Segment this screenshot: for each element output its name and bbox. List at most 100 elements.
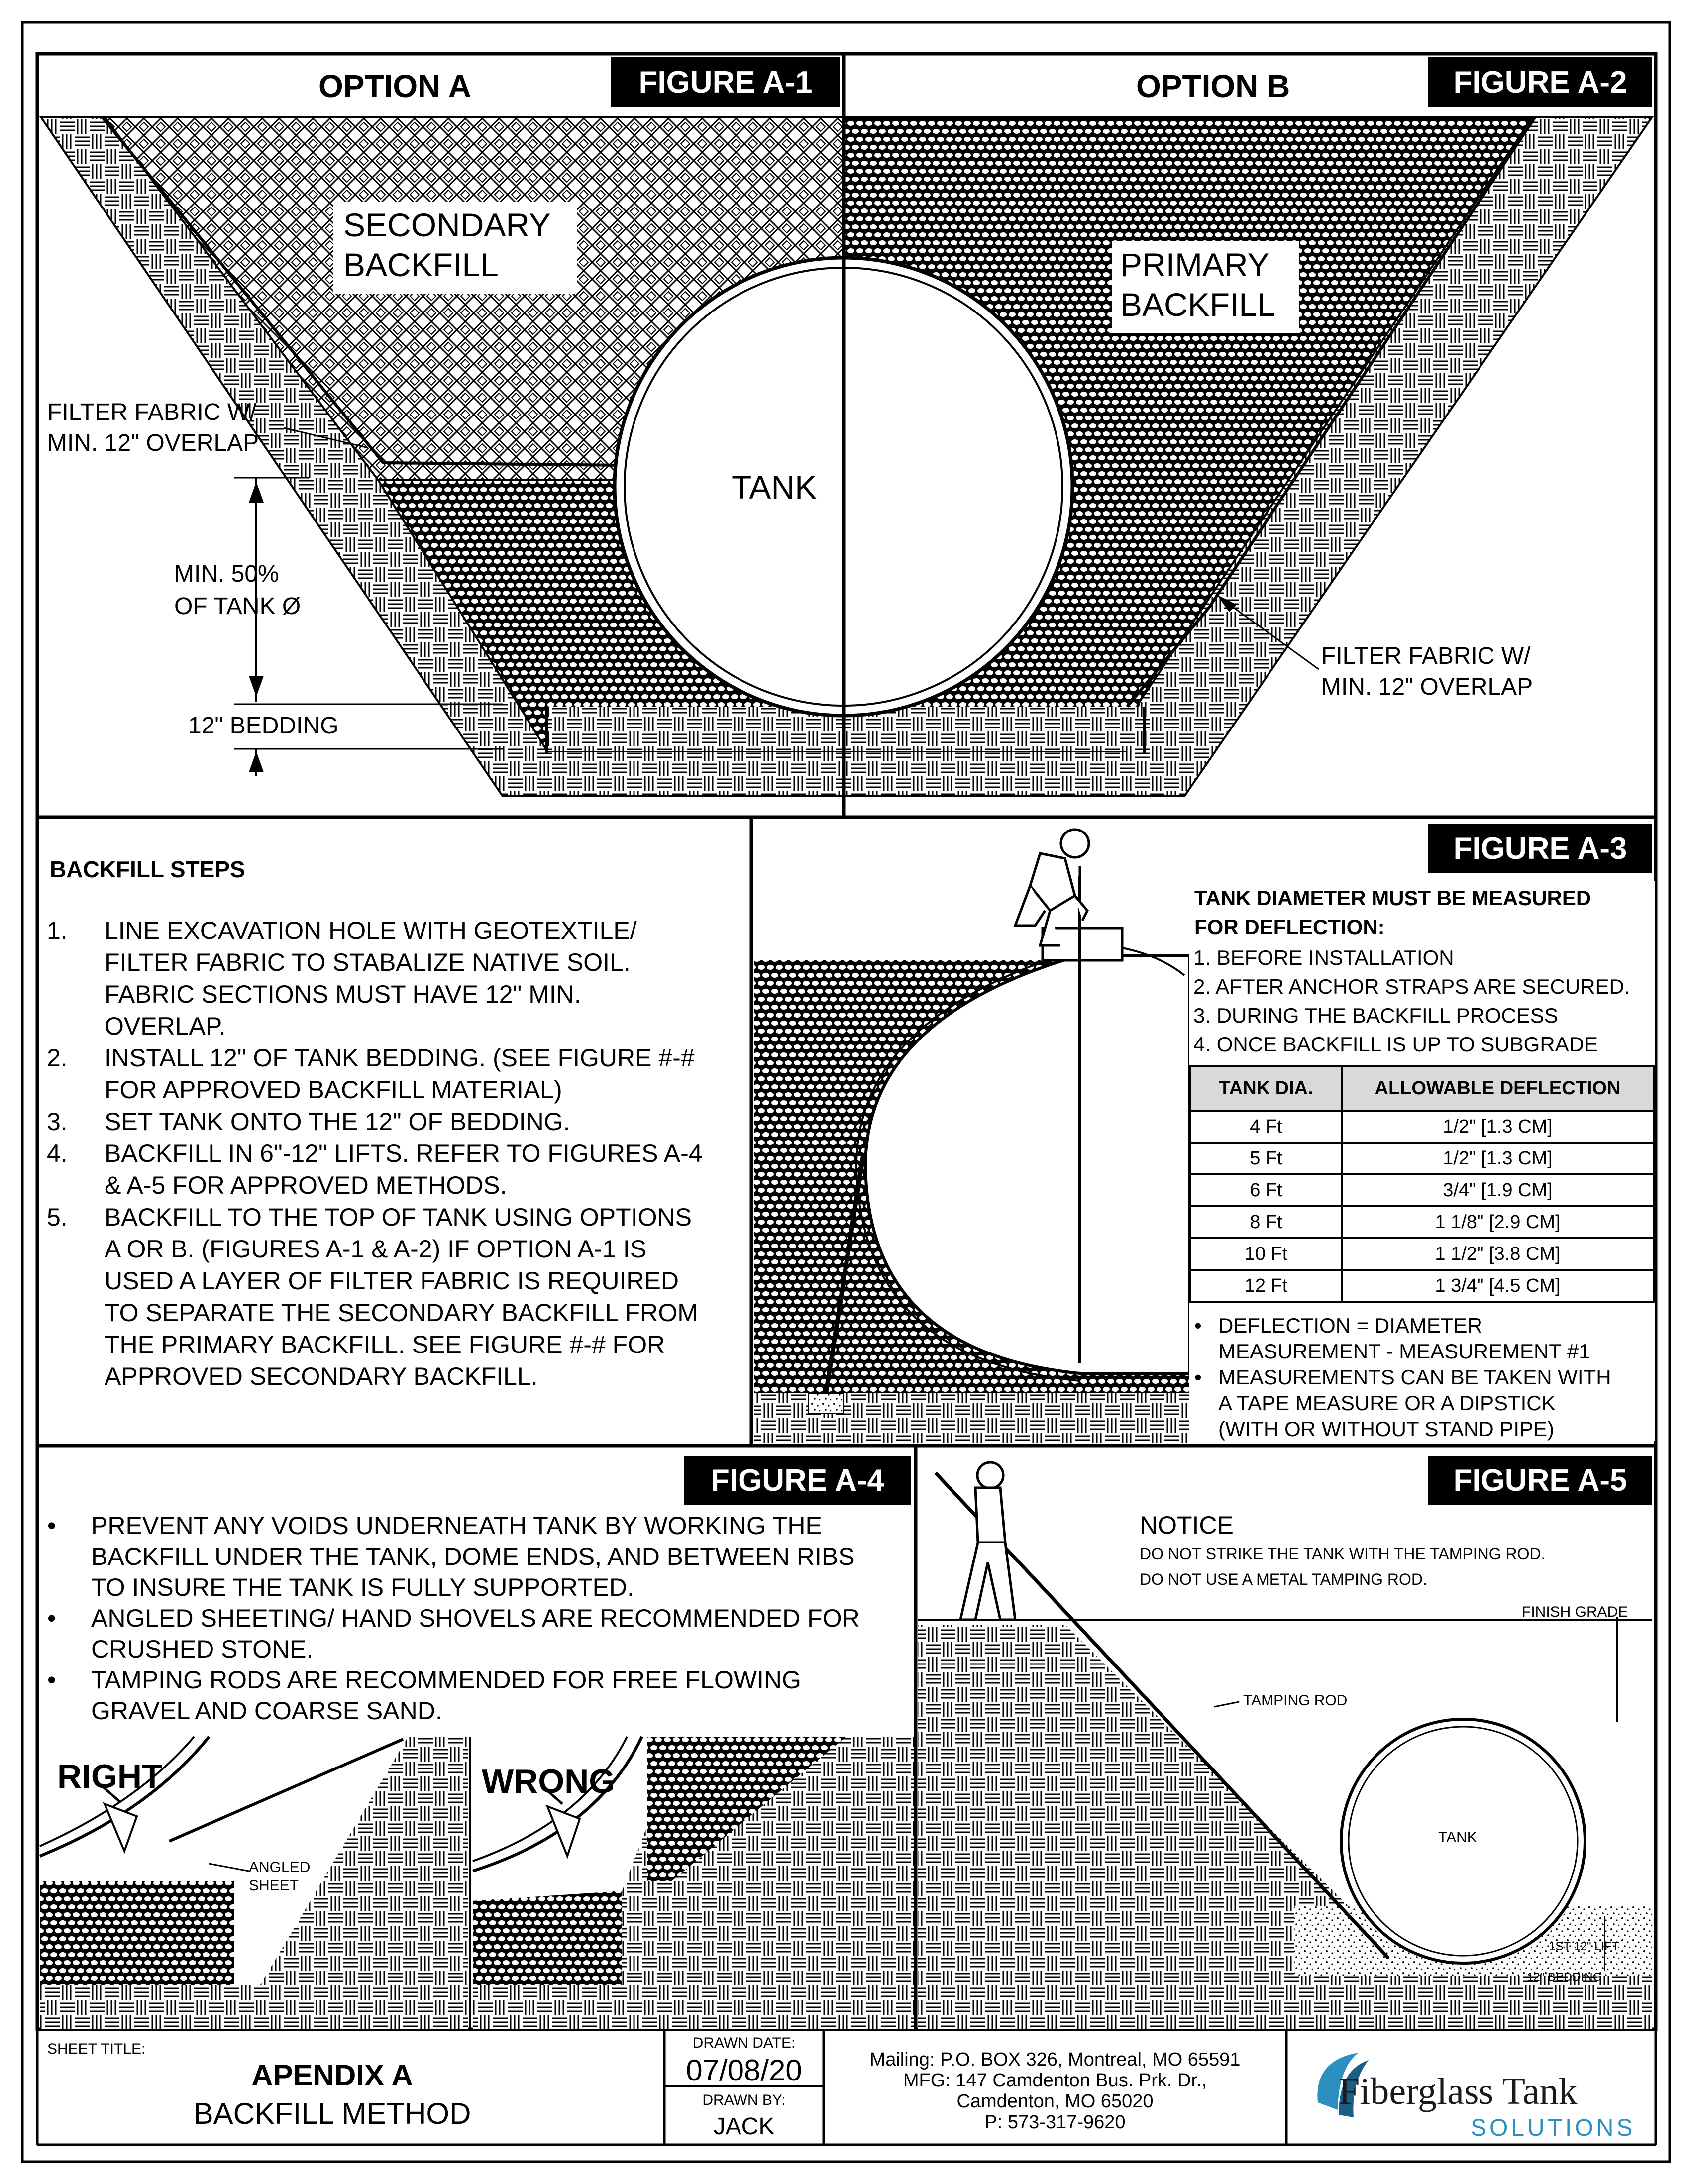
step-number: 1.	[47, 917, 68, 944]
table-cell: 1/2" [1.3 CM]	[1341, 1142, 1655, 1175]
note-item: MEASUREMENTS CAN BE TAKEN WITH A TAPE ME…	[1194, 1364, 1652, 1442]
filter-fabric-left-line1: FILTER FABRIC W/	[47, 399, 257, 425]
right-label: RIGHT	[57, 1758, 163, 1795]
deflection-heading-line2: FOR DEFLECTION:	[1194, 915, 1385, 938]
step-number: 3.	[47, 1108, 68, 1136]
secondary-backfill-line1: SECONDARY	[343, 207, 551, 243]
note-line: A TAPE MEASURE OR A DIPSTICK	[1218, 1391, 1556, 1415]
step-number: 2.	[47, 1044, 68, 1072]
table-cell: 8 Ft	[1189, 1205, 1343, 1239]
figure-a3-tag: FIGURE A-3	[1428, 824, 1652, 873]
bullet-line: PREVENT ANY VOIDS UNDERNEATH TANK BY WOR…	[91, 1512, 822, 1540]
filter-fabric-right-line2: MIN. 12" OVERLAP	[1321, 674, 1533, 700]
finish-grade-label: FINISH GRADE	[1522, 1604, 1628, 1620]
step-line: BACKFILL TO THE TOP OF TANK USING OPTION…	[105, 1203, 692, 1231]
address-line: MFG: 147 Camdenton Bus. Prk. Dr.,	[903, 2070, 1207, 2091]
figure-a1-tag: FIGURE A-1	[611, 57, 840, 107]
option-a-label: OPTION A	[318, 68, 471, 104]
step-item: 2. INSTALL 12" OF TANK BEDDING. (SEE FIG…	[47, 1042, 746, 1106]
drawn-date-label: DRAWN DATE:	[692, 2035, 796, 2051]
table-cell: 4 Ft	[1189, 1110, 1343, 1144]
step-number: 5.	[47, 1203, 68, 1231]
first-lift-label: 1ST 12" LIFT	[1549, 1940, 1619, 1953]
note-line: MEASUREMENT - MEASUREMENT #1	[1218, 1340, 1590, 1363]
secondary-backfill-line2: BACKFILL	[343, 246, 499, 283]
primary-backfill-line1: PRIMARY	[1120, 246, 1269, 283]
drawn-by: JACK	[713, 2113, 775, 2140]
min-50-line2: OF TANK Ø	[174, 593, 301, 620]
figure-a4-bullets: PREVENT ANY VOIDS UNDERNEATH TANK BY WOR…	[47, 1510, 913, 1726]
step-line: & A-5 FOR APPROVED METHODS.	[105, 1171, 507, 1199]
step-line: APPROVED SECONDARY BACKFILL.	[105, 1362, 538, 1390]
note-line: DEFLECTION = DIAMETER	[1218, 1314, 1482, 1337]
logo-swoosh-icon	[1317, 2053, 1369, 2117]
bullet-line: CRUSHED STONE.	[91, 1635, 314, 1663]
step-line: OVERLAP.	[105, 1012, 226, 1040]
figure-a2-tag: FIGURE A-2	[1428, 57, 1652, 107]
address-line: Mailing: P.O. BOX 326, Montreal, MO 6559…	[869, 2049, 1241, 2070]
table-header: TANK DIA.	[1189, 1065, 1343, 1112]
deflection-notes: DEFLECTION = DIAMETER MEASUREMENT - MEAS…	[1194, 1313, 1652, 1442]
step-item: 3. SET TANK ONTO THE 12" OF BEDDING.	[47, 1106, 746, 1138]
angled-sheet-line1: ANGLED	[249, 1859, 311, 1875]
note-line: MEASUREMENTS CAN BE TAKEN WITH	[1218, 1365, 1611, 1389]
step-item: 4. BACKFILL IN 6"-12" LIFTS. REFER TO FI…	[47, 1138, 746, 1201]
notice-line: DO NOT USE A METAL TAMPING ROD.	[1140, 1570, 1427, 1588]
wrong-label: WRONG	[482, 1763, 616, 1800]
table-cell: 1 1/2" [3.8 CM]	[1341, 1237, 1655, 1271]
notice-line: DO NOT STRIKE THE TANK WITH THE TAMPING …	[1140, 1545, 1546, 1562]
table-cell: 1 3/4" [4.5 CM]	[1341, 1269, 1655, 1303]
step-item: 1. LINE EXCAVATION HOLE WITH GEOTEXTILE/…	[47, 915, 746, 1042]
fig5-bedding-label: 12" BEDDING	[1527, 1971, 1602, 1984]
figure-a5-tag: FIGURE A-5	[1428, 1456, 1652, 1505]
option-b-label: OPTION B	[1136, 68, 1290, 104]
note-line: (WITH OR WITHOUT STAND PIPE)	[1218, 1417, 1555, 1441]
bullet-line: BACKFILL UNDER THE TANK, DOME ENDS, AND …	[91, 1543, 855, 1570]
step-line: FOR APPROVED BACKFILL MATERIAL)	[105, 1076, 562, 1104]
bullet-line: TAMPING RODS ARE RECOMMENDED FOR FREE FL…	[91, 1666, 801, 1694]
deflection-point: 4. ONCE BACKFILL IS UP TO SUBGRADE	[1193, 1033, 1598, 1056]
figure-a4-tag: FIGURE A-4	[684, 1456, 911, 1505]
backfill-steps-list: 1. LINE EXCAVATION HOLE WITH GEOTEXTILE/…	[47, 915, 746, 1392]
logo-sub: SOLUTIONS	[1471, 2115, 1636, 2141]
table-cell: 1 1/8" [2.9 CM]	[1341, 1205, 1655, 1239]
primary-backfill-line2: BACKFILL	[1120, 286, 1275, 323]
address-line: P: 573-317-9620	[984, 2112, 1126, 2133]
table-cell: 12 Ft	[1189, 1269, 1343, 1303]
tamping-rod-label: TAMPING ROD	[1243, 1692, 1348, 1709]
filter-fabric-right-line1: FILTER FABRIC W/	[1321, 643, 1531, 669]
step-line: A OR B. (FIGURES A-1 & A-2) IF OPTION A-…	[105, 1235, 647, 1263]
angled-sheet-line2: SHEET	[249, 1877, 299, 1894]
bullet-line: ANGLED SHEETING/ HAND SHOVELS ARE RECOMM…	[91, 1604, 860, 1632]
note-item: DEFLECTION = DIAMETER MEASUREMENT - MEAS…	[1194, 1313, 1652, 1364]
step-line: USED A LAYER OF FILTER FABRIC IS REQUIRE…	[105, 1267, 679, 1295]
bedding-label: 12" BEDDING	[188, 713, 339, 739]
deflection-point: 2. AFTER ANCHOR STRAPS ARE SECURED.	[1193, 975, 1630, 998]
step-line: BACKFILL IN 6"-12" LIFTS. REFER TO FIGUR…	[105, 1140, 703, 1167]
sheet-subtitle: BACKFILL METHOD	[193, 2097, 471, 2130]
step-line: FILTER FABRIC TO STABALIZE NATIVE SOIL.	[105, 948, 631, 976]
step-line: LINE EXCAVATION HOLE WITH GEOTEXTILE/	[105, 917, 637, 944]
tank-label: TANK	[732, 469, 817, 506]
table-cell: 6 Ft	[1189, 1173, 1343, 1207]
address-line: Camdenton, MO 65020	[956, 2091, 1154, 2112]
drawn-date: 07/08/20	[686, 2054, 802, 2087]
deflection-point: 1. BEFORE INSTALLATION	[1193, 946, 1454, 969]
logo-name: Fiberglass Tank	[1339, 2071, 1578, 2112]
bullet-line: GRAVEL AND COARSE SAND.	[91, 1697, 442, 1725]
table-cell: 1/2" [1.3 CM]	[1341, 1110, 1655, 1144]
primary-backfill-callout: PRIMARY BACKFILL	[1112, 241, 1299, 333]
bullet-item: PREVENT ANY VOIDS UNDERNEATH TANK BY WOR…	[47, 1510, 913, 1603]
step-line: FABRIC SECTIONS MUST HAVE 12" MIN.	[105, 980, 581, 1008]
table-cell: 3/4" [1.9 CM]	[1341, 1173, 1655, 1207]
bullet-item: ANGLED SHEETING/ HAND SHOVELS ARE RECOMM…	[47, 1603, 913, 1664]
step-line: SET TANK ONTO THE 12" OF BEDDING.	[105, 1108, 570, 1136]
sheet-title: APENDIX A	[251, 2059, 413, 2092]
